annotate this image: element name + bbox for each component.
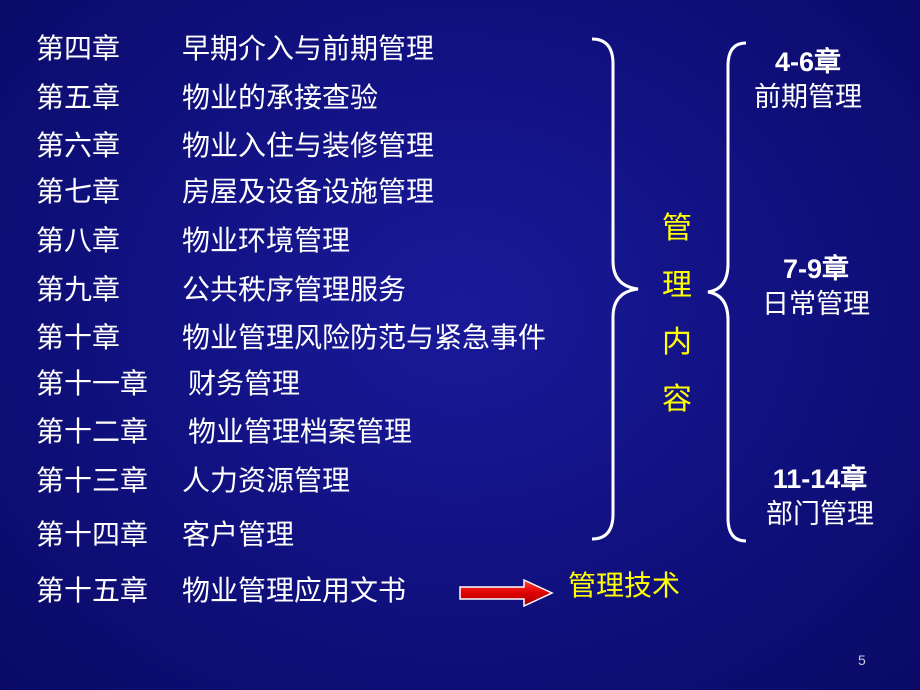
chapter-title: 物业的承接查验: [182, 81, 379, 114]
chapter-title: 物业管理应用文书: [182, 574, 407, 607]
chapter-row: 第八章 物业环境管理: [36, 224, 350, 258]
right-curly-brace: [591, 37, 639, 541]
vertical-char: 内: [662, 325, 692, 360]
chapter-number: 第九章: [36, 273, 121, 306]
group-department: 11-14章 部门管理: [752, 461, 888, 533]
chapter-row: 第十章 物业管理风险防范与紧急事件: [36, 321, 546, 355]
chapter-number: 第十四章: [36, 518, 149, 551]
chapter-number: 第十一章: [36, 367, 149, 400]
page-number: 5: [858, 652, 866, 668]
chapter-title: 客户管理: [182, 518, 295, 551]
group-label: 日常管理: [762, 289, 870, 320]
group-label: 部门管理: [766, 499, 874, 530]
chapter-title: 物业环境管理: [182, 224, 351, 257]
chapter-row: 第十三章人力资源管理: [36, 464, 350, 498]
chapter-row: 第五章 物业的承接查验: [36, 81, 378, 115]
chapter-title: 财务管理: [188, 367, 301, 400]
chapter-number: 第七章: [36, 175, 121, 208]
chapter-row: 第四章 早期介入与前期管理: [36, 32, 434, 66]
left-curly-brace: [707, 41, 747, 543]
chapter-number: 第十章: [36, 321, 121, 354]
group-label: 前期管理: [754, 82, 862, 113]
chapter-number: 第八章: [36, 224, 121, 257]
management-content-label: 管 理 内 容: [660, 200, 694, 428]
chapter-title: 早期介入与前期管理: [182, 32, 435, 65]
chapter-number: 第五章: [36, 81, 121, 114]
vertical-char: 容: [662, 382, 692, 417]
chapter-title: 物业入住与装修管理: [182, 129, 435, 162]
chapter-number: 第四章: [36, 32, 121, 65]
management-tech-label: 管理技术: [568, 569, 681, 602]
chapter-title: 公共秩序管理服务: [182, 273, 407, 306]
chapter-row: 第十四章客户管理: [36, 518, 294, 552]
group-range: 11-14章: [772, 464, 868, 494]
chapter-row: 第十一章 财务管理: [36, 367, 300, 401]
chapter-title: 人力资源管理: [182, 464, 351, 497]
group-early: 4-6章 前期管理: [740, 44, 876, 116]
group-daily: 7-9章 日常管理: [748, 251, 884, 323]
chapter-number: 第十三章: [36, 464, 149, 497]
chapter-number: 第十五章: [36, 574, 149, 607]
right-arrow-icon: [459, 578, 554, 608]
chapter-title: 房屋及设备设施管理: [182, 175, 435, 208]
group-range: 7-9章: [782, 254, 850, 284]
chapter-number: 第十二章: [36, 415, 149, 448]
vertical-char: 管: [662, 211, 692, 246]
vertical-char: 理: [662, 268, 692, 303]
chapter-row: 第七章 房屋及设备设施管理: [36, 175, 434, 209]
chapter-row: 第十五章物业管理应用文书: [36, 574, 406, 608]
chapter-row: 第十二章 物业管理档案管理: [36, 415, 412, 449]
chapter-number: 第六章: [36, 129, 121, 162]
chapter-title: 物业管理档案管理: [188, 415, 413, 448]
chapter-row: 第六章 物业入住与装修管理: [36, 129, 434, 163]
group-range: 4-6章: [774, 47, 842, 77]
chapter-row: 第九章 公共秩序管理服务: [36, 273, 406, 307]
chapter-title: 物业管理风险防范与紧急事件: [182, 321, 547, 354]
